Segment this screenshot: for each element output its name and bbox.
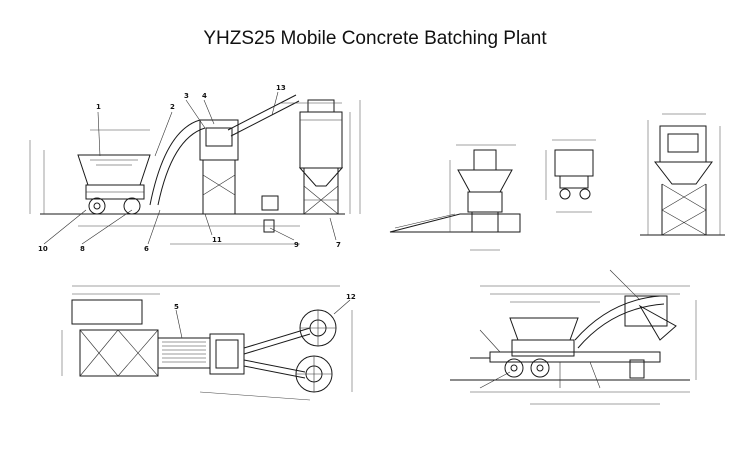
callout-11: 11 [212,236,222,244]
callout-7: 7 [336,241,341,249]
callout-10: 10 [38,245,48,253]
silo-side-view [640,113,725,236]
end-view-with-ramp [389,144,521,251]
callout-12: 12 [346,293,356,301]
callout-1: 1 [96,103,101,111]
side-elevation-view: 1 2 3 4 13 10 8 6 11 9 7 [29,84,361,253]
callout-8: 8 [80,245,85,253]
plan-view: 5 12 [61,285,356,401]
callout-4: 4 [202,92,207,100]
callout-9: 9 [294,241,299,249]
transport-view [450,269,697,405]
callout-6: 6 [144,245,149,253]
callout-5: 5 [174,303,179,311]
callout-13: 13 [276,84,286,92]
drawing-title: YHZS25 Mobile Concrete Batching Plant [203,28,547,49]
callout-3: 3 [184,92,189,100]
front-view-small [545,139,596,213]
callout-2: 2 [170,103,175,111]
